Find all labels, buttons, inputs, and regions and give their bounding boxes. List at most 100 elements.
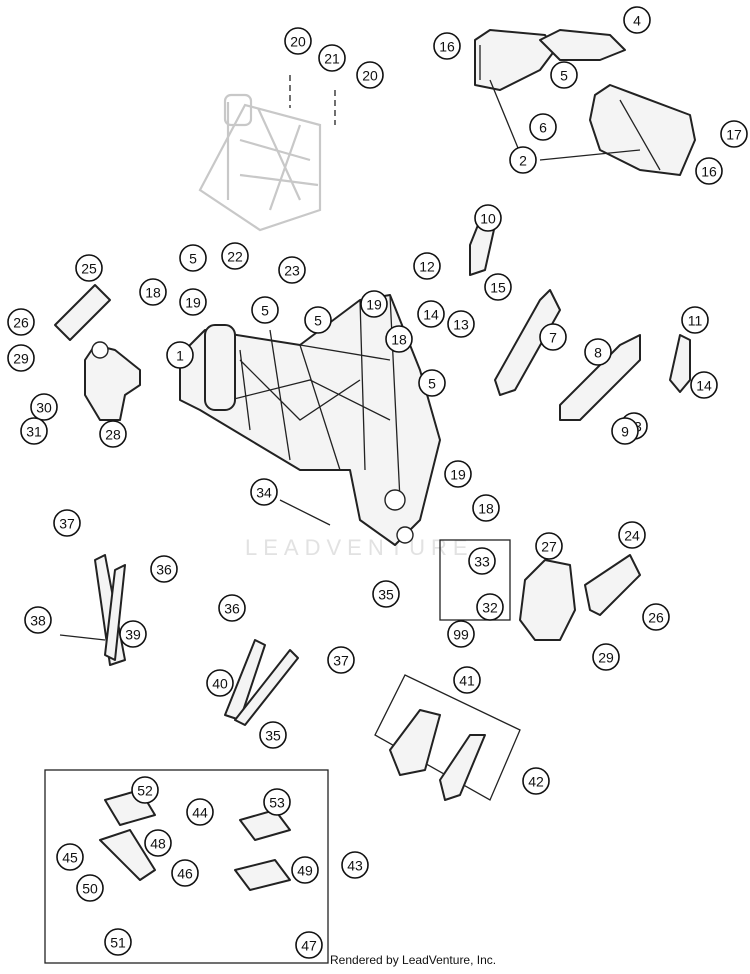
callout-26: 26 [7,308,35,336]
callout-circle [278,256,306,284]
callout-circle [472,494,500,522]
callout-label: 4 [633,13,641,29]
callout-30: 30 [30,393,58,421]
rendered-by-credit: Rendered by LeadVenture, Inc. [330,953,497,967]
callout-18-2: 18 [385,325,413,353]
callout-12: 12 [413,252,441,280]
callout-label: 51 [110,935,126,951]
callout-44: 44 [186,798,214,826]
callout-label: 11 [688,313,703,329]
callout-label: 37 [333,653,349,669]
callout-circle [618,521,646,549]
callout-label: 24 [624,528,640,544]
callout-19-3: 19 [444,460,472,488]
callout-circle [360,290,388,318]
callout-5-5: 5 [418,369,446,397]
callout-label: 44 [192,805,208,821]
callout-49: 49 [291,856,319,884]
callout-label: 20 [362,68,378,84]
callout-5-4: 5 [304,306,332,334]
callout-label: 5 [428,376,436,392]
callout-circle [468,547,496,575]
callout-47: 47 [295,931,323,959]
callout-circle [179,244,207,272]
callout-label: 6 [539,120,547,136]
callout-circle [522,767,550,795]
callout-label: 19 [185,295,201,311]
callout-label: 26 [648,610,664,626]
callout-circle [179,288,207,316]
rear-mount-assembly [439,539,641,641]
callout-circle [418,369,446,397]
side-panels [374,674,521,801]
callout-37-2: 37 [327,646,355,674]
callout-35-2: 35 [259,721,287,749]
callout-label: 5 [314,313,322,329]
callout-label: 29 [598,650,614,666]
callout-20-2: 20 [356,61,384,89]
callout-circle [53,509,81,537]
callout-circle [284,27,312,55]
callout-5-3: 5 [251,296,279,324]
callout-label: 5 [189,251,197,267]
callout-label: 21 [324,51,340,67]
callout-circle [139,278,167,306]
callout-circle [539,323,567,351]
callout-15: 15 [484,273,512,301]
callout-circle [720,120,748,148]
callout-circle [447,620,475,648]
callout-label: 30 [36,400,52,416]
callout-label: 2 [519,153,527,169]
callout-50: 50 [76,874,104,902]
callout-39: 39 [119,620,147,648]
callout-36: 36 [150,555,178,583]
callout-label: 35 [378,587,394,603]
callout-circle [681,306,709,334]
leadventure-watermark: LEADVENTURE [245,535,474,560]
footrest-brackets-right [469,219,691,421]
callout-label: 99 [453,627,469,643]
callout-circle [263,788,291,816]
callout-19: 19 [179,288,207,316]
callout-circle [550,61,578,89]
callout-label: 36 [224,601,240,617]
callout-layer: 1245555561011121313141415161617181818191… [7,6,748,959]
callout-label: 31 [26,424,42,440]
callout-label: 32 [482,600,498,616]
callout-19-2: 19 [360,290,388,318]
callout-label: 14 [696,378,712,394]
callout-circle [318,44,346,72]
callout-circle [171,859,199,887]
callout-circle [304,306,332,334]
callout-13: 13 [447,310,475,338]
callout-label: 34 [256,485,272,501]
callout-circle [413,252,441,280]
callout-48: 48 [144,829,172,857]
callout-35: 35 [372,580,400,608]
callout-circle [251,296,279,324]
callout-40: 40 [206,669,234,697]
callout-1: 1 [166,341,194,369]
callout-41: 41 [453,666,481,694]
callout-circle [509,146,537,174]
callout-circle [56,843,84,871]
callout-circle [447,310,475,338]
callout-circle [611,417,639,445]
tank-cover-assembly [474,29,696,176]
callout-label: 7 [549,330,557,346]
callout-label: 10 [480,211,496,227]
callout-label: 20 [290,34,306,50]
callout-circle [642,603,670,631]
callout-circle [327,646,355,674]
callout-label: 40 [212,676,228,692]
callout-label: 18 [145,285,161,301]
callout-circle [433,32,461,60]
callout-29: 29 [7,344,35,372]
callout-label: 36 [156,562,172,578]
callout-label: 41 [459,673,475,689]
callout-label: 52 [137,783,153,799]
callout-label: 45 [62,850,78,866]
callout-14-2: 14 [690,371,718,399]
callout-4: 4 [623,6,651,34]
